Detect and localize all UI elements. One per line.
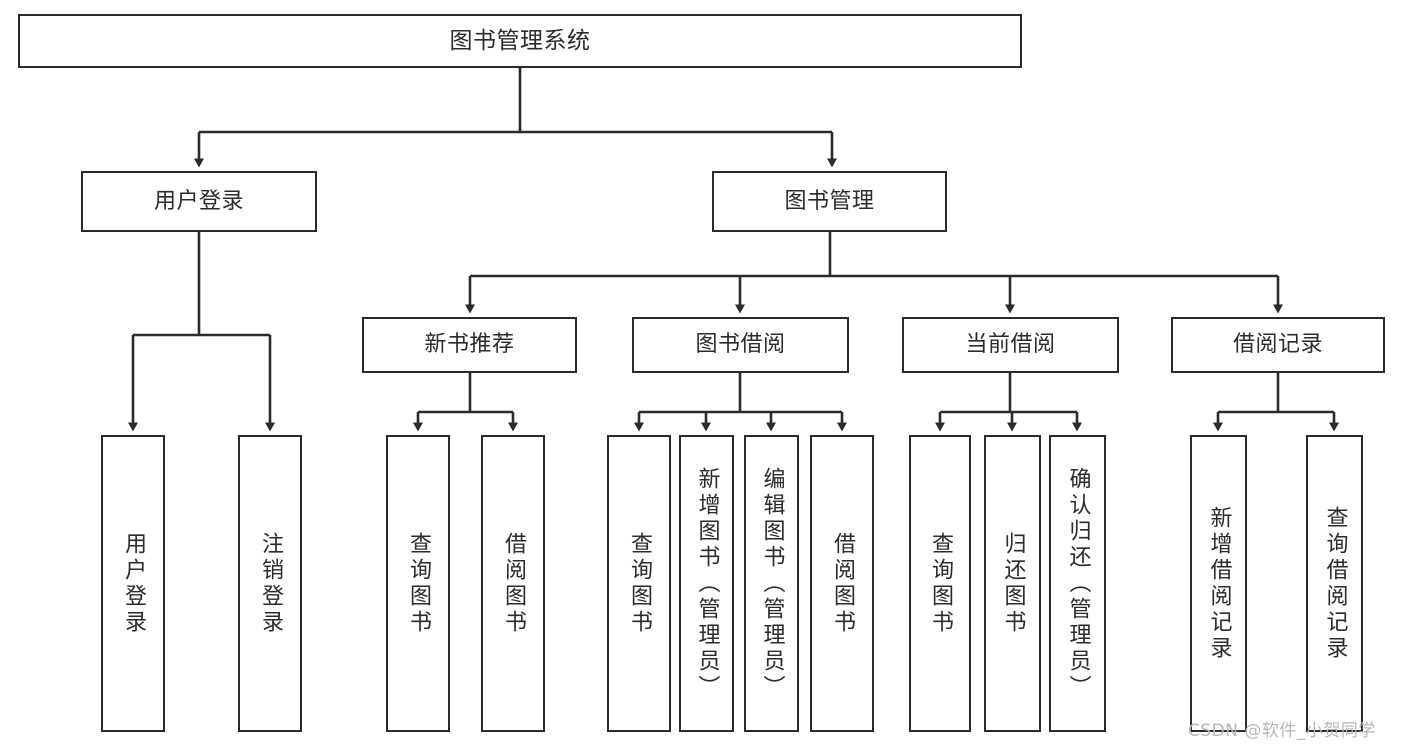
node-label: 用户登录 bbox=[153, 188, 244, 214]
node-label: 确认归还（管理员） bbox=[1065, 466, 1091, 701]
node-root-system[interactable]: 图书管理系统 bbox=[18, 14, 1022, 68]
leaf-query-book-new[interactable]: 查询图书 bbox=[386, 435, 450, 732]
leaf-query-book-current[interactable]: 查询图书 bbox=[909, 435, 971, 732]
node-label: 查询图书 bbox=[406, 531, 431, 636]
node-book-management[interactable]: 图书管理 bbox=[712, 171, 947, 232]
edges-current-to-leaves bbox=[935, 373, 1082, 432]
node-label: 图书管理系统 bbox=[449, 27, 591, 54]
node-label: 新增图书（管理员） bbox=[694, 466, 720, 701]
node-label: 查询图书 bbox=[928, 531, 953, 636]
edges-newbook-to-leaves bbox=[413, 373, 518, 432]
node-label: 归还图书 bbox=[1000, 531, 1026, 636]
node-label: 查询图书 bbox=[627, 531, 652, 636]
leaf-edit-book-admin[interactable]: 编辑图书（管理员） bbox=[744, 435, 799, 732]
node-label: 借阅图书 bbox=[830, 531, 855, 636]
node-label: 图书借阅 bbox=[695, 332, 786, 358]
edges-bookmgmt-to-level3 bbox=[465, 232, 1283, 314]
leaf-logout[interactable]: 注销登录 bbox=[238, 435, 302, 732]
node-borrow-records[interactable]: 借阅记录 bbox=[1171, 317, 1385, 373]
node-label: 编辑图书（管理员） bbox=[759, 466, 785, 701]
csdn-watermark: CSDN @软件_小贺同学 bbox=[1188, 721, 1376, 741]
edges-borrow-to-leaves bbox=[634, 373, 847, 432]
node-book-borrow[interactable]: 图书借阅 bbox=[632, 317, 849, 373]
leaf-query-book-borrow[interactable]: 查询图书 bbox=[607, 435, 671, 732]
leaf-confirm-return-admin[interactable]: 确认归还（管理员） bbox=[1049, 435, 1106, 732]
leaf-user-login[interactable]: 用户登录 bbox=[101, 435, 165, 732]
node-label: 图书管理 bbox=[784, 188, 875, 214]
node-label: 借阅图书 bbox=[501, 531, 526, 636]
node-label: 借阅记录 bbox=[1232, 332, 1323, 358]
leaf-borrow-book[interactable]: 借阅图书 bbox=[810, 435, 874, 732]
node-label: 注销登录 bbox=[258, 531, 283, 636]
node-label: 新增借阅记录 bbox=[1206, 505, 1232, 662]
node-label: 新书推荐 bbox=[424, 332, 515, 358]
node-current-borrow[interactable]: 当前借阅 bbox=[902, 317, 1119, 373]
edges-userlogin-to-leaves bbox=[128, 232, 275, 432]
leaf-borrow-book-new[interactable]: 借阅图书 bbox=[481, 435, 545, 732]
leaf-add-book-admin[interactable]: 新增图书（管理员） bbox=[679, 435, 734, 732]
node-new-book-recommend[interactable]: 新书推荐 bbox=[362, 317, 577, 373]
node-user-login[interactable]: 用户登录 bbox=[81, 171, 317, 232]
node-label: 当前借阅 bbox=[965, 332, 1056, 358]
edges-root-to-level2 bbox=[194, 68, 837, 168]
leaf-return-book[interactable]: 归还图书 bbox=[984, 435, 1041, 732]
leaf-add-borrow-record[interactable]: 新增借阅记录 bbox=[1190, 435, 1247, 732]
node-label: 用户登录 bbox=[121, 531, 146, 636]
node-label: 查询借阅记录 bbox=[1322, 505, 1348, 662]
leaf-query-borrow-record[interactable]: 查询借阅记录 bbox=[1306, 435, 1363, 732]
edges-records-to-leaves bbox=[1213, 373, 1339, 432]
